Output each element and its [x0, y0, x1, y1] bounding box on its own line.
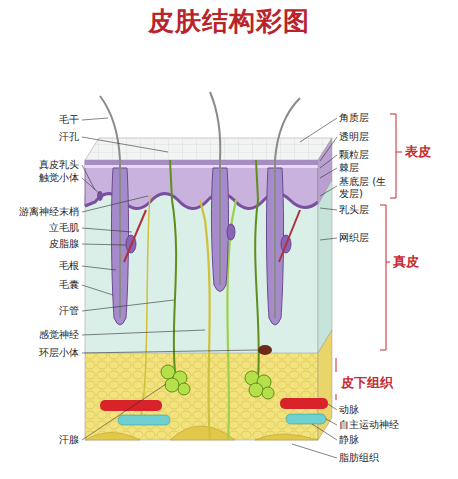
part-label: 脂肪组织	[339, 452, 379, 464]
part-label: 透明层	[339, 131, 369, 143]
part-label: 汗孔	[59, 131, 79, 143]
part-label: 汗管	[59, 305, 79, 317]
part-label: 毛根	[59, 260, 79, 272]
part-label: 环层小体	[39, 347, 79, 359]
part-label: 棘层	[339, 162, 359, 174]
region-label: 真皮	[393, 254, 419, 270]
part-label: 真皮乳头	[39, 159, 79, 171]
part-label: 网织层	[339, 232, 369, 244]
part-label: 乳头层	[339, 204, 369, 216]
part-label: 自主运动神经	[339, 419, 399, 431]
part-label: 毛囊	[59, 279, 79, 291]
part-label: 皮脂腺	[49, 238, 79, 250]
part-label: 触觉小体	[39, 172, 79, 184]
part-label: 动脉	[339, 404, 359, 416]
diagram-title: 皮肤结构彩图	[148, 6, 310, 37]
part-label: 汗腺	[59, 434, 79, 446]
part-label: 游离神经末梢	[19, 206, 79, 218]
part-label: 基底层 (生发层)	[339, 176, 387, 200]
part-label: 感觉神经	[39, 329, 79, 341]
region-label: 表皮	[405, 144, 431, 160]
region-label: 皮下组织	[341, 375, 393, 391]
part-label: 颗粒层	[339, 149, 369, 161]
part-label: 静脉	[339, 434, 359, 446]
part-label: 立毛肌	[49, 222, 79, 234]
part-label: 毛干	[59, 114, 79, 126]
part-label: 角质层	[339, 112, 369, 124]
